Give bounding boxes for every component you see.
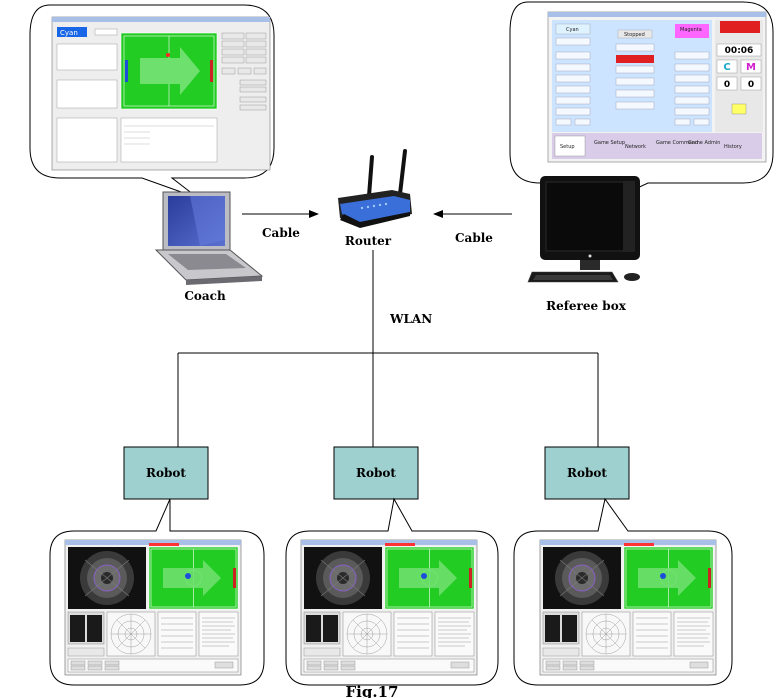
desktop-computer-icon [527,176,640,283]
figure-caption: Fig.17 [346,683,399,698]
referee-timer: 00:06 [725,46,754,56]
robot-node-2: Robot [333,446,419,500]
coach-label: Coach [184,289,226,303]
laptop-icon [154,191,264,285]
referee-left-score: 0 [724,80,730,90]
referee-cable-label: Cable [455,231,493,245]
referee-left-letter: C [723,62,730,73]
referee-box-label: Referee box [546,299,627,313]
wlan-label: WLAN [389,312,432,326]
robot-label-3: Robot [567,466,607,480]
coach-cable-label: Cable [262,226,300,240]
coach-team-label: Cyan [60,29,78,37]
referee-tab-network: Network [625,144,646,150]
robot-software-screenshot-2 [300,539,478,676]
wlan-connection-lines [177,250,599,447]
referee-left-team: Cyan [566,27,579,33]
robot-node-3: Robot [544,446,630,500]
referee-right-letter: M [746,62,756,73]
robot-ui-bubble-3 [513,497,733,686]
referee-tab-game-command: Game Command [656,140,698,146]
robot-label-1: Robot [146,466,186,480]
robot-ui-bubble-1 [49,498,265,686]
coach-ui-bubble: Cyan [29,4,275,199]
router-icon [338,149,412,228]
robot-node-1: Robot [123,446,209,500]
referee-tab-history: History [724,144,742,150]
referee-tab-game-setup: Game Setup [594,140,625,146]
robot-ui-bubble-2 [285,497,499,686]
referee-right-score: 0 [748,80,754,90]
referee-ui-bubble: Cyan Magenta Stopped [509,1,774,191]
referee-right-team: Magenta [680,27,702,33]
coach-software-screenshot: Cyan [51,16,271,171]
referee-status: Stopped [624,32,645,38]
router-label: Router [345,234,392,248]
referee-software-screenshot: Cyan Magenta Stopped [547,11,767,163]
robot-software-screenshot-3 [539,539,717,676]
referee-tab-game-admin: Game Admin [688,140,720,146]
referee-tab-setup: Setup [560,144,575,150]
robot-software-screenshot-1 [64,539,242,676]
robot-label-2: Robot [356,466,396,480]
